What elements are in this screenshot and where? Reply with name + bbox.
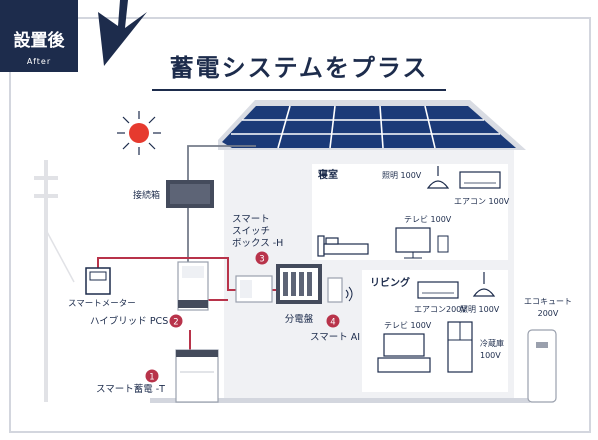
- junction-box-label: 接続箱: [133, 189, 160, 201]
- arrow-icon: [98, 0, 147, 66]
- water-heater-icon: [527, 329, 557, 403]
- fridge-label-2: 100V: [480, 351, 501, 360]
- switch-box-panel: [240, 280, 252, 298]
- utility-pole-icon: [34, 160, 75, 402]
- smart-meter-display: [89, 271, 107, 281]
- living-aircon-icon: [417, 281, 459, 299]
- bedroom-label: 寝室: [318, 168, 338, 181]
- bed-icon: [317, 235, 369, 257]
- bed-side-table-icon: [437, 235, 449, 253]
- marker-4-text: 4: [330, 318, 335, 328]
- liv-aircon-label: エアコン200V: [414, 305, 467, 314]
- wifi-signal-icon: [345, 286, 353, 302]
- tv-icon: [395, 227, 431, 259]
- page-title: 蓄電システムをプラス: [170, 54, 429, 82]
- marker-4: 4: [326, 314, 340, 328]
- ceiling-light-icon: [426, 166, 450, 189]
- liv-light-label: 照明 100V: [460, 305, 500, 314]
- sun-icon: [117, 111, 161, 155]
- board-breakers: [283, 272, 312, 296]
- solar-panel-icon: [222, 105, 516, 149]
- bed-aircon-label: エアコン 100V: [454, 197, 510, 206]
- badge-main-text: 設置後: [14, 30, 66, 51]
- marker-3-text: 3: [259, 255, 264, 265]
- bed-tv-label: テレビ 100V: [404, 215, 452, 224]
- smart-ai-icon: [327, 277, 343, 303]
- marker-1: 1: [145, 369, 159, 383]
- smart-meter-label: スマートメーター: [68, 299, 136, 309]
- bed-light-label: 照明 100V: [382, 171, 422, 180]
- fridge-label-1: 冷蔵庫: [480, 338, 504, 348]
- smart-switch-label-3: ボックス -H: [232, 238, 283, 249]
- pcs-base: [178, 300, 208, 308]
- marker-3: 3: [255, 251, 269, 265]
- ground-line: [150, 398, 530, 403]
- marker-2: 2: [169, 314, 183, 328]
- smart-switch-label-2: スイッチ: [232, 226, 270, 237]
- junction-box-face: [170, 184, 210, 204]
- smart-switch-label-1: スマート: [232, 214, 270, 225]
- smart-battery-icon: [175, 349, 219, 403]
- pcs-panel: [182, 266, 204, 278]
- living-label: リビング: [370, 276, 410, 289]
- marker-1-text: 1: [149, 373, 154, 383]
- smart-battery-label: スマート蓄電 -T: [96, 383, 165, 395]
- living-tv-icon: [377, 333, 431, 373]
- aircon-icon: [459, 171, 501, 189]
- marker-2-text: 2: [173, 318, 178, 328]
- eco-cute-label-2: 200V: [538, 309, 559, 318]
- dc-wiring: [187, 145, 256, 262]
- eco-cute-label-1: エコキュート: [524, 297, 572, 306]
- liv-tv-label: テレビ 100V: [384, 321, 432, 330]
- hybrid-pcs-label: ハイブリッド PCS: [90, 315, 168, 327]
- battery-top: [176, 350, 218, 357]
- fridge-icon: [447, 321, 473, 373]
- badge-sub-text: After: [27, 57, 51, 66]
- distribution-board-label: 分電盤: [285, 313, 314, 325]
- living-light-icon: [472, 272, 496, 297]
- smart-ai-label: スマート AI: [310, 332, 360, 343]
- after-badge: [0, 0, 78, 72]
